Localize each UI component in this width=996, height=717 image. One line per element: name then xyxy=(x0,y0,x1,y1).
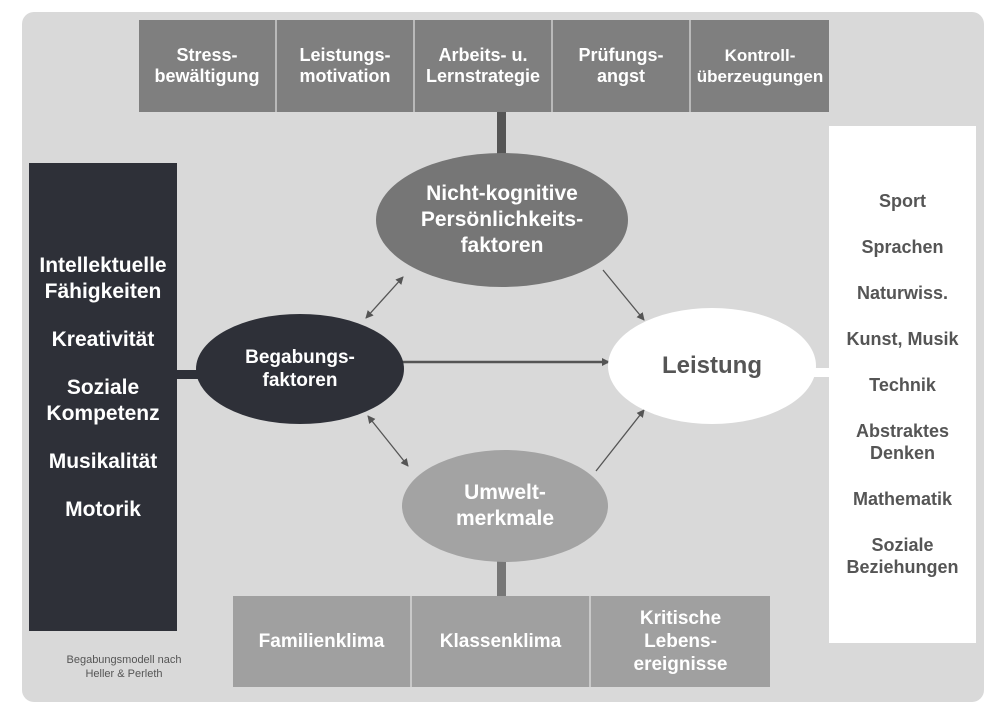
noncognitive-factors-node: Nicht-kognitive Persönlichkeits- faktore… xyxy=(376,153,628,287)
caption: Begabungsmodell nach Heller & Perleth xyxy=(66,654,182,680)
personality-factor: Arbeits- u. Lernstrategie xyxy=(415,20,553,112)
arrow-talent-noncognitive xyxy=(365,276,404,319)
environment-factor: Kritische Lebens- ereignisse xyxy=(591,596,770,687)
performance-area: Soziale Beziehungen xyxy=(846,535,959,577)
talent-factor-panel: Intellektuelle Fähigkeiten Kreativität S… xyxy=(29,163,177,631)
left-connector xyxy=(176,370,200,379)
performance-node: Leistung xyxy=(608,308,816,424)
performance-area-panel: Sport Sprachen Naturwiss. Kunst, Musik T… xyxy=(829,126,976,643)
personality-factor: Prüfungs- angst xyxy=(553,20,691,112)
performance-area: Mathematik xyxy=(852,489,953,509)
talent-item: Soziale Kompetenz xyxy=(46,376,160,425)
personality-factor: Kontroll- überzeugungen xyxy=(691,20,829,112)
talent-factors-node: Begabungs- faktoren xyxy=(196,314,404,424)
personality-factor: Stress- bewältigung xyxy=(139,20,277,112)
performance-area: Technik xyxy=(869,375,936,395)
arrow-noncognitive-performance xyxy=(602,269,645,321)
performance-area: Abstraktes Denken xyxy=(855,421,950,463)
environment-factor: Familienklima xyxy=(233,596,412,687)
environment-node: Umwelt- merkmale xyxy=(402,450,608,562)
performance-area: Naturwiss. xyxy=(856,283,949,303)
talent-item: Motorik xyxy=(65,498,141,521)
talent-item: Musikalität xyxy=(48,450,158,473)
talent-item: Kreativität xyxy=(51,328,155,351)
right-connector xyxy=(812,368,830,377)
bottom-stem xyxy=(497,555,506,597)
environment-factor: Klassenklima xyxy=(412,596,591,687)
arrow-environment-performance xyxy=(595,409,645,472)
performance-area: Sprachen xyxy=(861,237,944,257)
performance-area: Kunst, Musik xyxy=(846,329,959,349)
top-stem xyxy=(497,112,506,154)
arrow-talent-environment xyxy=(367,415,409,467)
talent-item: Intellektuelle Fähigkeiten xyxy=(39,254,167,303)
performance-area: Sport xyxy=(879,191,926,211)
personality-factor: Leistungs- motivation xyxy=(277,20,415,112)
